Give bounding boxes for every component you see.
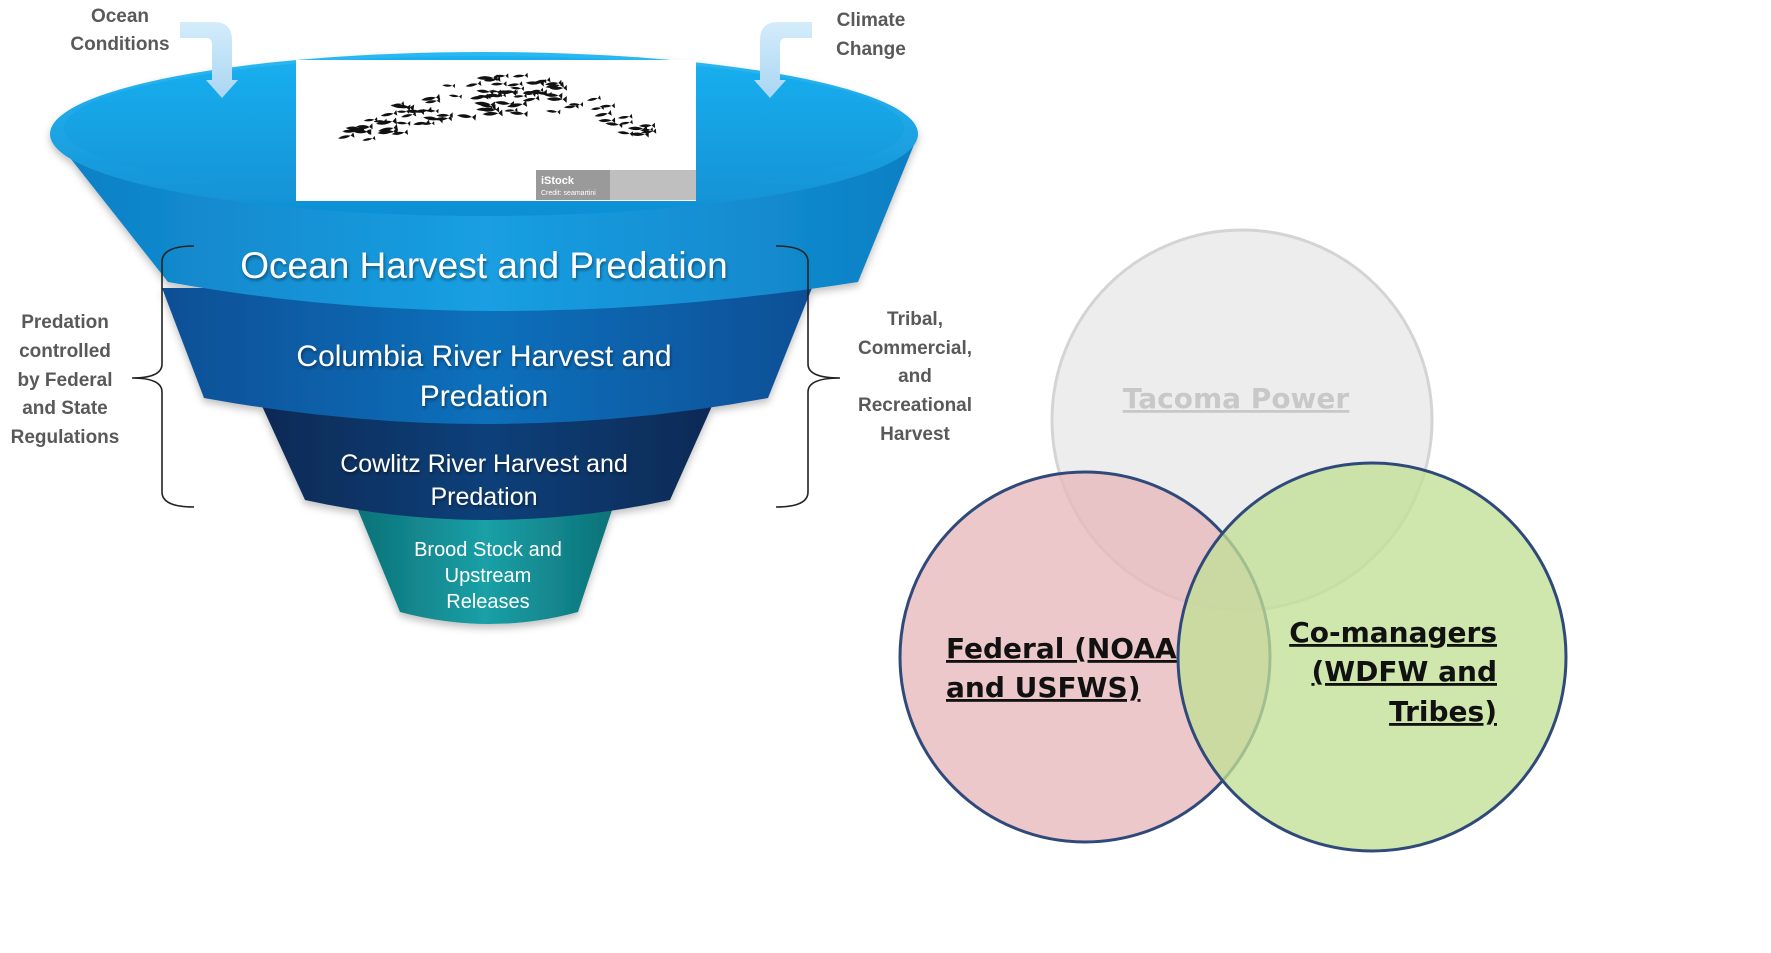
fish-shape xyxy=(448,94,462,99)
fish-shape xyxy=(481,106,500,113)
fish-shape xyxy=(504,107,518,113)
fish-shape xyxy=(605,122,623,129)
fish-shape xyxy=(563,103,579,109)
fish-shape xyxy=(490,81,507,87)
fish-shape xyxy=(482,109,503,117)
fish-shape xyxy=(380,110,398,117)
funnel-tier-columbia xyxy=(162,288,812,424)
stock-brand: iStock xyxy=(541,175,575,187)
fish-shape xyxy=(481,90,503,98)
fish-shape xyxy=(401,111,417,118)
fish-shape xyxy=(476,89,494,96)
fish-shape xyxy=(545,79,562,86)
fish-shape xyxy=(617,131,634,137)
venn-label-tacoma-power: Tacoma Power xyxy=(1123,382,1350,415)
fish-shape xyxy=(373,118,387,124)
fish-shape xyxy=(355,123,373,130)
fish-shape xyxy=(421,93,441,101)
fish-school xyxy=(338,72,657,141)
fish-shape xyxy=(617,113,633,119)
fish-shape xyxy=(476,74,498,82)
fish-shape xyxy=(422,121,435,126)
fish-shape xyxy=(470,93,489,100)
fish-shape xyxy=(536,91,552,97)
fish-shape xyxy=(522,92,536,97)
fish-shape xyxy=(424,97,441,104)
fish-shape xyxy=(380,129,398,136)
funnel-tier-cowlitz xyxy=(262,406,712,520)
fish-shape xyxy=(396,109,410,114)
fish-shape xyxy=(342,127,356,133)
funnel-tier-brood-stock xyxy=(358,510,612,624)
fish-shape xyxy=(530,87,544,93)
fish-shape xyxy=(436,112,453,118)
fish-shape xyxy=(483,76,501,82)
fish-shape xyxy=(549,84,567,91)
fish-shape xyxy=(545,81,564,89)
left-bracket xyxy=(131,245,195,508)
fish-shape xyxy=(638,122,656,129)
fish-shape xyxy=(434,115,452,122)
right-bracket xyxy=(775,245,841,508)
fish-shape xyxy=(395,121,411,126)
fish-shape xyxy=(512,72,528,78)
fish-shape xyxy=(507,81,523,87)
climate-change-arrow xyxy=(754,22,812,98)
fish-shape xyxy=(525,80,544,87)
fish-shape xyxy=(442,83,456,89)
fish-shape xyxy=(619,119,633,125)
fish-shape xyxy=(414,106,432,113)
fish-shape xyxy=(594,110,612,117)
fish-shape xyxy=(587,95,601,101)
fish-shape xyxy=(522,95,540,102)
fish-shape xyxy=(413,119,430,126)
fish-shape xyxy=(590,105,605,110)
fish-shape xyxy=(629,131,649,138)
fish-shape xyxy=(479,104,497,111)
fish-shape xyxy=(474,101,496,109)
venn-circle-co-managers xyxy=(1176,461,1568,853)
fish-shape xyxy=(598,117,616,124)
fish-shape xyxy=(363,117,378,122)
fish-shape xyxy=(494,101,515,108)
fish-shape xyxy=(509,110,528,118)
fish-shape xyxy=(640,128,657,134)
fish-shape xyxy=(510,86,525,91)
stock-credit: Credit: seamartini xyxy=(541,190,596,197)
fish-shape xyxy=(488,89,502,94)
tier-label-ocean: Ocean Harvest and Predation xyxy=(240,245,727,286)
fish-shape xyxy=(390,104,411,112)
fish-shape xyxy=(457,114,477,121)
fish-shape xyxy=(423,116,444,124)
fish-shape xyxy=(362,135,376,141)
fish-shape xyxy=(546,109,561,115)
fish-school-image: iStock Credit: seamartini xyxy=(296,60,696,201)
fish-shape xyxy=(338,132,355,139)
fish-shape xyxy=(543,92,563,100)
fish-shape xyxy=(546,95,567,103)
ocean-conditions-arrow xyxy=(180,22,238,98)
fish-shape xyxy=(627,125,648,133)
fish-shape xyxy=(513,93,527,99)
fish-shape xyxy=(568,102,583,107)
fish-shape xyxy=(465,80,482,87)
fish-shape xyxy=(496,89,517,97)
